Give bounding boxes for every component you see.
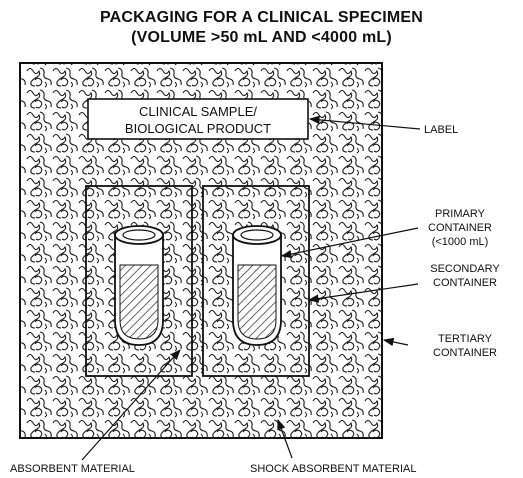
label-box-line-2: BIOLOGICAL PRODUCT xyxy=(125,121,271,136)
callout-shock-absorbent-material: SHOCK ABSORBENT MATERIAL xyxy=(250,463,416,475)
callout-tertiary-line-1: TERTIARY xyxy=(438,333,493,345)
callout-primary-line-1: PRIMARY xyxy=(435,208,486,220)
primary-container-tube-left xyxy=(115,226,163,345)
callout-secondary-line-2: CONTAINER xyxy=(433,277,497,289)
callout-primary-line-3: (<1000 mL) xyxy=(432,236,489,248)
callout-absorbent-material: ABSORBENT MATERIAL xyxy=(10,463,135,475)
primary-container-tube-right xyxy=(233,226,281,345)
label-box-line-1: CLINICAL SAMPLE/ xyxy=(139,104,257,119)
callout-secondary-line-1: SECONDARY xyxy=(430,263,500,275)
callout-primary-line-2: CONTAINER xyxy=(428,222,492,234)
callout-tertiary-line-2: CONTAINER xyxy=(433,347,497,359)
tertiary-container-leader-arrow xyxy=(384,340,408,345)
callout-label: LABEL xyxy=(424,124,458,136)
